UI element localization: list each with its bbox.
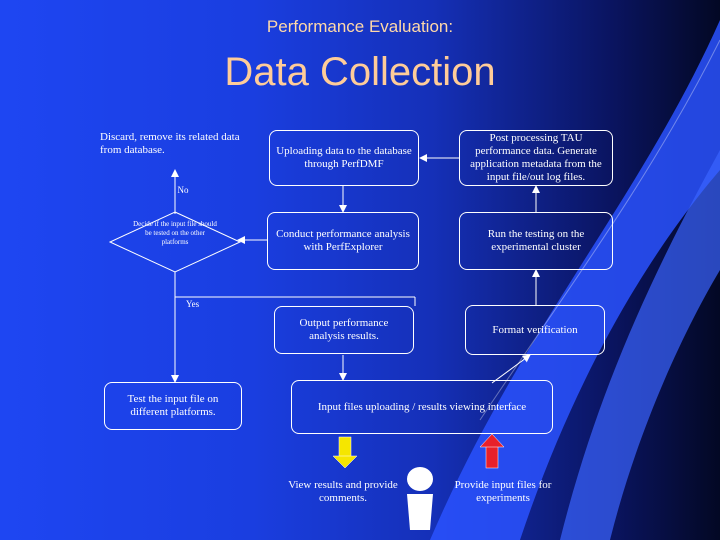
view-results-text: View results and provide comments.: [288, 479, 398, 504]
interface-box: Input files uploading / results viewing …: [291, 380, 553, 434]
slide-subtitle: Performance Evaluation:: [266, 17, 454, 36]
down-arrow-icon: [332, 436, 358, 469]
decide-diamond: [108, 211, 242, 273]
up-arrow-icon: [479, 433, 505, 469]
uploading-box: Uploading data to the database through P…: [269, 130, 419, 186]
no-label: No: [177, 185, 189, 195]
yes-label: Yes: [186, 299, 200, 309]
run-testing-box: Run the testing on the experimental clus…: [459, 212, 613, 270]
slide-title: Data Collection: [224, 50, 496, 94]
provide-input-text: Provide input files for experiments: [454, 479, 552, 504]
decide-text: Decide if the input file should be teste…: [133, 220, 217, 246]
conduct-analysis-box: Conduct performance analysis with PerfEx…: [267, 212, 419, 270]
test-input-box: Test the input file on different platfor…: [104, 382, 242, 430]
discard-text: Discard, remove its related data from da…: [100, 131, 240, 156]
post-processing-box: Post processing TAU performance data. Ge…: [459, 130, 613, 186]
format-verification-box: Format verification: [465, 305, 605, 355]
output-results-box: Output performance analysis results.: [274, 306, 414, 354]
user-icon: [407, 467, 433, 530]
